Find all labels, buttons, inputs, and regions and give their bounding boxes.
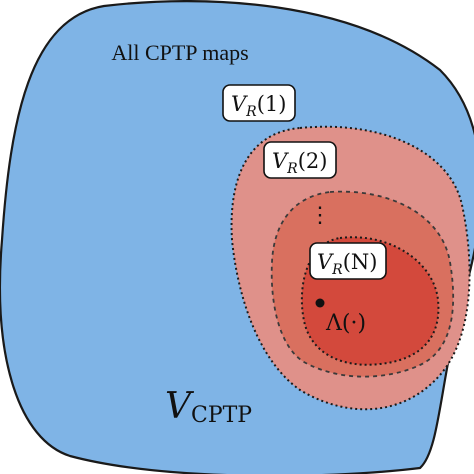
ellipsis-dots: ⋮ bbox=[309, 203, 331, 228]
label-vcptp: VCPTP bbox=[165, 386, 252, 428]
point-lambda bbox=[315, 298, 325, 308]
label-vr1: VR(1) bbox=[231, 92, 286, 120]
label-box-vrn bbox=[309, 242, 387, 280]
label-lambda: Λ(·) bbox=[325, 311, 366, 336]
label-vr2: VR(2) bbox=[272, 149, 327, 177]
title-all-cptp: All CPTP maps bbox=[111, 40, 248, 65]
label-box-vr1 bbox=[222, 84, 296, 122]
label-vrn: VR(N) bbox=[317, 250, 377, 278]
label-box-vr2 bbox=[263, 141, 337, 179]
